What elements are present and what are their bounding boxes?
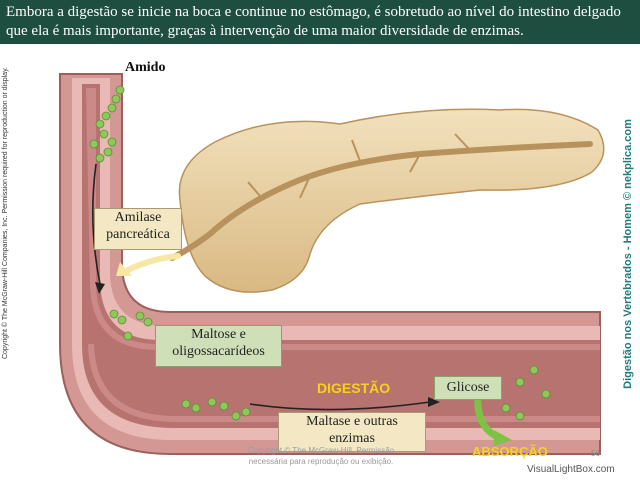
label-glicose-text: Glicose	[446, 380, 490, 395]
page-number: 56	[591, 449, 600, 458]
right-arrow-head	[428, 397, 440, 407]
label-amilase: Amilase pancreática	[94, 208, 182, 250]
curved-down-arrow	[92, 163, 101, 285]
right-arrow	[249, 401, 431, 411]
label-amilase-line1: Amilase	[114, 210, 162, 225]
site-credit-vertical-right: Digestão nos Vertebrados - Homem © nekpl…	[622, 119, 634, 389]
footer-site-credit: VisualLightBox.com	[527, 464, 615, 475]
label-maltase-line1: Maltase e outras	[306, 414, 398, 429]
curved-down-arrow-head	[95, 282, 105, 294]
pancreatic-duct	[169, 141, 593, 261]
label-amido: Amido	[125, 60, 166, 75]
banner-text: Embora a digestão se inicie na boca e co…	[6, 4, 621, 39]
label-amilase-line2: pancreática	[106, 227, 170, 242]
label-maltase: Maltase e outras enzimas	[278, 412, 426, 452]
label-maltose: Maltose e oligossacarídeos	[155, 325, 282, 367]
label-maltose-line2: oligossacarídeos	[172, 344, 265, 359]
villi-texture-lower	[88, 344, 600, 422]
watermark-text: Copyright © The McGraw-Hill. Permissão n…	[226, 445, 416, 467]
yellow-left-arrow-head	[116, 262, 132, 276]
yellow-left-arrow	[125, 253, 181, 273]
starch-beads	[89, 85, 125, 163]
pancreas	[178, 108, 605, 293]
pancreatic-duct-branch	[247, 133, 471, 199]
header-banner: Embora a digestão se inicie na boca e co…	[0, 0, 640, 44]
green-curved-arrow-head	[494, 430, 512, 446]
copyright-vertical-left: Copyright © The McGraw-Hill Companies, I…	[2, 67, 9, 360]
label-glicose: Glicose	[434, 376, 502, 400]
label-digestao: DIGESTÃO	[317, 380, 391, 396]
label-maltase-line2: enzimas	[329, 431, 375, 446]
label-maltose-line1: Maltose e	[191, 327, 246, 342]
label-absorcao: ABSORÇÃO	[472, 444, 548, 459]
watermark-line1: Copyright © The McGraw-Hill. Permissão	[247, 446, 395, 455]
watermark-line2: necessária para reprodução ou exibição.	[248, 457, 394, 466]
